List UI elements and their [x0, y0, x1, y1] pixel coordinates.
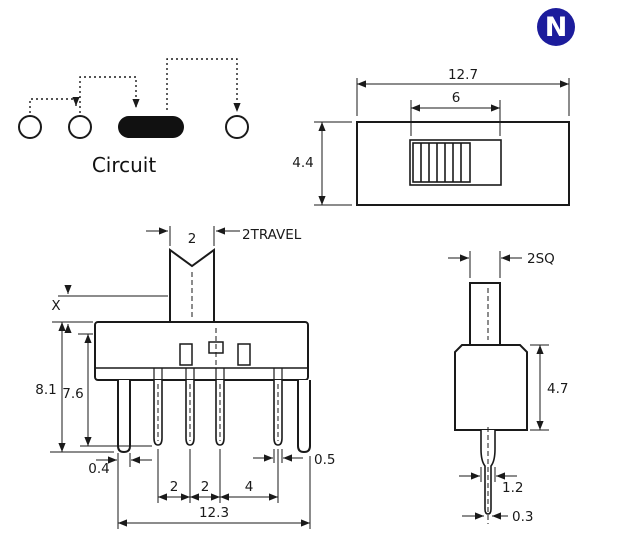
top-view-body	[356, 121, 570, 206]
knob-hatch	[420, 143, 462, 182]
dim-pitch-a: 2	[170, 479, 179, 495]
logo-disc	[537, 8, 575, 46]
contact-window-3	[237, 343, 251, 366]
pin-root-notches	[153, 368, 283, 380]
center-lines	[157, 272, 279, 441]
top-view-dimensions	[314, 78, 570, 206]
dim-pin-width: 0.5	[314, 452, 335, 468]
dim-height-inner: 7.6	[62, 386, 83, 402]
front-body	[94, 321, 309, 381]
dim-height-total: 8.1	[35, 382, 56, 398]
top-view-slot	[409, 139, 502, 186]
front-view: 2 2TRAVEL X 8.1 7.6 0.4 0.5 2 2 4 12.3	[35, 226, 335, 529]
circuit-caption: Circuit	[92, 153, 157, 177]
terminal-circle-2	[68, 115, 92, 139]
dim-travel: 2TRAVEL	[242, 227, 302, 243]
side-body	[454, 344, 528, 431]
dim-top-slot-width: 6	[452, 90, 461, 106]
dim-knob-width: 2	[188, 231, 197, 247]
side-view: 2SQ 4.7 1.2 0.3	[448, 251, 568, 525]
dim-pitch-b: 2	[201, 479, 210, 495]
dim-side-pin-thin: 0.3	[512, 509, 533, 525]
dim-front-overall-width: 12.3	[199, 505, 229, 521]
terminal-pins	[153, 380, 283, 446]
slider-position-pill	[118, 116, 184, 138]
dim-top-overall-width: 12.7	[448, 67, 478, 83]
side-knob	[469, 282, 501, 346]
dim-shaft-height-x: X	[51, 298, 60, 314]
mounting-leg-left	[117, 380, 131, 454]
brand-logo-icon: N	[537, 8, 575, 46]
mounting-leg-right	[297, 380, 311, 454]
front-knob	[169, 248, 215, 322]
dim-pitch-c: 4	[245, 479, 254, 495]
logo-letter: N	[545, 12, 568, 43]
side-view-dimensions	[448, 251, 549, 520]
top-view: 12.7 6 4.4	[292, 67, 570, 206]
dim-shaft-square: 2SQ	[527, 251, 555, 267]
dim-top-height: 4.4	[292, 155, 313, 171]
front-view-dimensions	[50, 226, 311, 529]
terminal-circle-1	[18, 115, 42, 139]
movement-dotted-lines	[29, 58, 241, 113]
circuit-diagram: Circuit	[18, 58, 249, 177]
terminal-circle-3	[225, 115, 249, 139]
dim-side-pin-wide: 1.2	[502, 480, 523, 496]
top-view-knob	[412, 142, 471, 183]
dim-side-body-height: 4.7	[547, 381, 568, 397]
dim-leg-width: 0.4	[88, 461, 109, 477]
contact-window-1	[179, 343, 193, 366]
